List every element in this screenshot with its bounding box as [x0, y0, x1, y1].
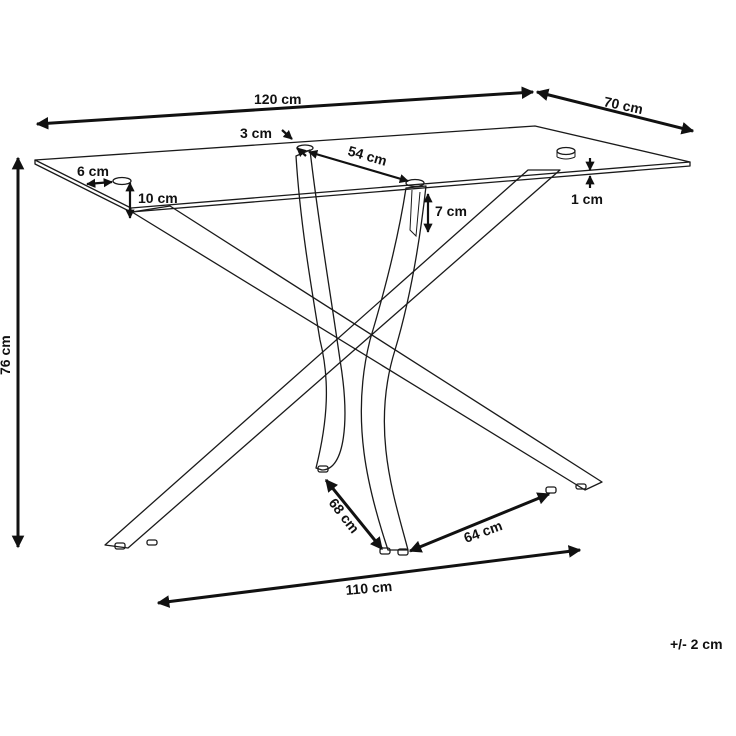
- tolerance-note: +/- 2 cm: [670, 636, 723, 652]
- support-pads: [112, 144, 576, 188]
- leg-center-back: [295, 149, 346, 471]
- label-base-width: 110 cm: [345, 578, 393, 598]
- label-bracket-height: 7 cm: [435, 203, 467, 219]
- label-glass-thickness: 1 cm: [571, 191, 603, 207]
- table-legs: [104, 149, 603, 551]
- dimension-lines: [11, 86, 695, 608]
- leg-right-to-front-left: [104, 169, 561, 549]
- label-foot-diagonal: 68 cm: [326, 495, 363, 536]
- label-width: 120 cm: [254, 91, 301, 107]
- dimension-labels: 120 cm 70 cm 76 cm 6 cm 3 cm 54 cm 10 cm…: [0, 91, 723, 652]
- label-hub-height: 10 cm: [138, 190, 178, 206]
- leg-left-to-front-right: [131, 205, 603, 491]
- leg-center-front: [360, 185, 427, 551]
- label-height: 76 cm: [0, 335, 13, 375]
- label-overhang: 6 cm: [77, 163, 109, 179]
- label-pad-inset: 3 cm: [240, 125, 272, 141]
